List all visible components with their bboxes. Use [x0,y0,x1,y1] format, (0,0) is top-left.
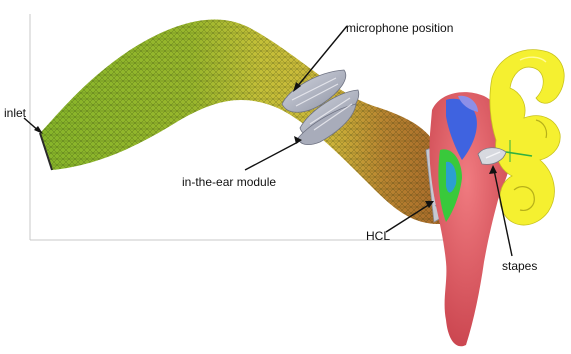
ear-canal-mesh [40,19,440,224]
microphone-position-label: microphone position [346,21,453,35]
in-the-ear-module-arrow [245,142,298,170]
hcl-label: HCL [366,229,390,243]
stapes-label: stapes [502,259,537,273]
in-the-ear-module-label: in-the-ear module [182,175,276,189]
inlet-label: inlet [4,106,27,120]
inner-ear-shape [490,50,564,225]
